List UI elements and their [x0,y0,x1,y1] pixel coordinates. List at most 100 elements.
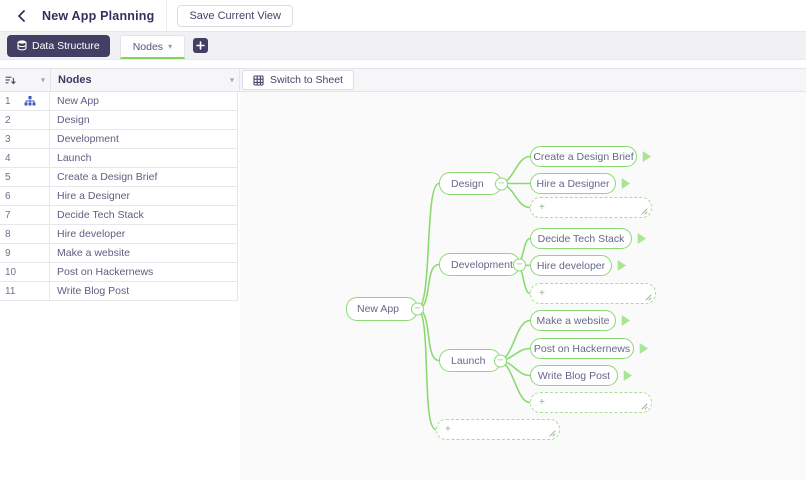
expand-arrow-icon[interactable] [623,370,632,381]
chevron-down-icon[interactable]: ▾ [168,42,173,51]
collapse-toggle-icon[interactable]: − [411,302,424,316]
tab-nodes-label: Nodes [132,40,164,53]
expand-arrow-icon[interactable] [637,233,646,244]
data-structure-button[interactable]: Data Structure [7,34,110,57]
row-label[interactable]: Write Blog Post [57,285,130,297]
row-number-cell: 9 [0,244,50,262]
table-row[interactable]: 4 Launch [0,149,238,168]
page-title: New App Planning [42,8,155,23]
add-child-placeholder[interactable]: + [530,197,652,218]
plus-icon [196,41,205,50]
node-label: Make a website [536,314,610,327]
database-icon [17,40,27,51]
mindmap-node-design[interactable]: Design − [439,172,508,195]
collapse-toggle-icon[interactable]: − [495,177,508,190]
chevron-down-icon[interactable]: ▾ [40,75,45,85]
expand-arrow-icon[interactable] [621,315,630,326]
row-label[interactable]: Hire developer [57,228,126,240]
row-number-cell: 5 [0,168,50,186]
expand-arrow-icon[interactable] [639,343,648,354]
plus-icon: + [539,287,545,299]
divider [166,0,168,31]
row-number-cell: 6 [0,187,50,205]
nodes-table: 1 New App 2 Design 3 Development 4 Launch 5… [0,92,238,301]
row-number-cell: 1 [0,92,50,110]
row-number-cell: 2 [0,111,50,129]
node-label: Design [451,177,484,190]
resize-handle-icon[interactable] [641,208,648,215]
table-row[interactable]: 2 Design [0,111,238,130]
top-bar: New App Planning Save Current View [0,0,806,31]
collapse-toggle-icon[interactable]: − [494,354,507,367]
row-label[interactable]: Launch [57,152,92,164]
node-label: Development [451,258,513,271]
row-label[interactable]: Development [57,133,119,145]
mindmap-node-hire-a-designer[interactable]: Hire a Designer [530,173,630,194]
mindmap-node-post-on-hackernews[interactable]: Post on Hackernews [530,338,648,359]
sheet-grid-icon [253,74,264,86]
table-row[interactable]: 7 Decide Tech Stack [0,206,238,225]
collapse-toggle-icon[interactable]: − [513,258,526,271]
tab-nodes[interactable]: Nodes ▾ [119,35,186,59]
nodes-column-header[interactable]: Nodes ▾ [51,69,240,91]
mindmap-node-new-app[interactable]: New App − [346,297,424,321]
tab-bar: Data Structure Nodes ▾ [0,31,806,60]
resize-handle-icon[interactable] [645,294,652,301]
add-child-placeholder[interactable]: + [530,283,656,304]
row-number-cell: 11 [0,282,50,300]
row-label[interactable]: Decide Tech Stack [57,209,144,221]
mindmap-node-decide-tech-stack[interactable]: Decide Tech Stack [530,228,646,249]
plus-icon: + [445,423,451,435]
table-row[interactable]: 11 Write Blog Post [0,282,238,301]
row-label[interactable]: New App [57,95,100,107]
mindmap-node-hire-developer[interactable]: Hire developer [530,255,626,276]
nodes-column-label: Nodes [58,74,92,86]
node-label: Create a Design Brief [533,150,634,163]
table-row[interactable]: 9 Make a website [0,244,238,263]
row-number-cell: 4 [0,149,50,167]
row-label[interactable]: Design [57,114,90,126]
node-label: Post on Hackernews [533,342,631,355]
mindmap-node-make-a-website[interactable]: Make a website [530,310,630,331]
resize-handle-icon[interactable] [641,403,648,410]
table-row[interactable]: 1 New App [0,92,238,111]
chevron-down-icon[interactable]: ▾ [229,75,234,85]
add-child-placeholder[interactable]: + [530,392,652,413]
sort-icon [5,75,16,86]
row-label[interactable]: Hire a Designer [57,190,130,202]
row-label[interactable]: Post on Hackernews [57,266,154,278]
save-current-view-button[interactable]: Save Current View [177,4,293,27]
expand-arrow-icon[interactable] [642,151,651,162]
row-number-cell: 10 [0,263,50,281]
mindmap-node-development[interactable]: Development − [439,253,526,276]
row-label[interactable]: Create a Design Brief [57,171,158,183]
grid-header: ▾ Nodes ▾ Switch to Sheet [0,68,806,92]
expand-arrow-icon[interactable] [617,260,626,271]
back-icon[interactable] [8,3,34,29]
mindmap-node-write-blog-post[interactable]: Write Blog Post [530,365,632,386]
data-structure-label: Data Structure [32,39,100,52]
node-label: Write Blog Post [537,369,611,382]
resize-handle-icon[interactable] [549,430,556,437]
row-number-cell: 3 [0,130,50,148]
node-label: Launch [451,354,486,367]
mindmap-canvas[interactable]: New App − Design − Development − Launch … [240,92,806,480]
sitemap-icon[interactable] [24,96,36,107]
table-row[interactable]: 10 Post on Hackernews [0,263,238,282]
node-label: New App [357,303,400,315]
mindmap-node-launch[interactable]: Launch − [439,349,507,372]
table-row[interactable]: 8 Hire developer [0,225,238,244]
row-number-cell: 7 [0,206,50,224]
switch-to-sheet-button[interactable]: Switch to Sheet [242,70,354,90]
row-label[interactable]: Make a website [57,247,130,259]
expand-arrow-icon[interactable] [621,178,630,189]
table-row[interactable]: 3 Development [0,130,238,149]
table-row[interactable]: 5 Create a Design Brief [0,168,238,187]
row-number-cell: 8 [0,225,50,243]
row-number-column-header[interactable]: ▾ [0,69,51,91]
add-child-placeholder[interactable]: + [436,419,560,440]
table-row[interactable]: 6 Hire a Designer [0,187,238,206]
add-view-button[interactable] [193,38,209,53]
mindmap-node-create-a-design-brief[interactable]: Create a Design Brief [530,146,651,167]
